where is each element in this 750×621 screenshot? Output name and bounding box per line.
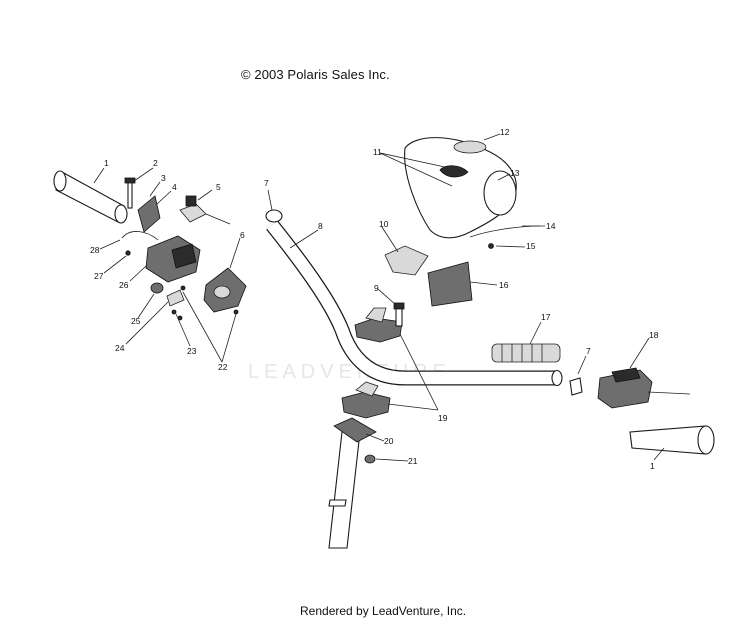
handlebar-clamp-upper xyxy=(354,307,403,343)
grommet-25 xyxy=(150,282,164,294)
callout-17: 17 xyxy=(541,312,551,322)
mount-plate xyxy=(333,417,377,443)
callout-12: 12 xyxy=(500,127,510,137)
clip-24 xyxy=(166,289,185,307)
lower-cover xyxy=(384,245,429,276)
copyright-notice: © 2003 Polaris Sales Inc. xyxy=(241,67,390,82)
bar-end-plug-right xyxy=(569,377,583,396)
throttle-cable xyxy=(469,225,541,238)
render-credit: Rendered by LeadVenture, Inc. xyxy=(300,604,467,618)
screw-22b xyxy=(233,309,239,315)
lever-bracket xyxy=(137,195,161,233)
housing-6 xyxy=(203,267,247,313)
callout-8: 8 xyxy=(318,221,323,231)
callout-6: 6 xyxy=(240,230,245,240)
grip-right-inner xyxy=(491,343,561,363)
callout-14: 14 xyxy=(546,221,556,231)
callout-2: 2 xyxy=(153,158,158,168)
handlebar-cover xyxy=(404,137,517,239)
callout-10: 10 xyxy=(379,219,389,229)
bar-end-plug-left xyxy=(265,209,283,223)
grip-left xyxy=(53,170,128,224)
steering-post xyxy=(328,431,361,549)
screw-23a xyxy=(171,309,177,315)
callout-11: 11 xyxy=(373,147,382,157)
callout-28: 28 xyxy=(90,245,100,255)
callout-18: 18 xyxy=(649,330,659,340)
callout-9: 9 xyxy=(374,283,379,293)
callout-20: 20 xyxy=(384,436,394,446)
callout-22: 22 xyxy=(218,362,228,372)
handlebar-clamp-lower xyxy=(341,381,391,419)
callout-5: 5 xyxy=(216,182,221,192)
callout-24: 24 xyxy=(115,343,125,353)
callout-19: 19 xyxy=(438,413,448,423)
clamp-bolt xyxy=(393,302,405,327)
callout-1-right: 1 xyxy=(650,461,655,471)
lever-28 xyxy=(121,231,159,241)
callout-7-left: 7 xyxy=(264,178,269,188)
callout-7-right: 7 xyxy=(586,346,591,356)
callout-3: 3 xyxy=(161,173,166,183)
screw-27 xyxy=(125,250,131,256)
throttle-housing xyxy=(597,367,691,409)
callouts: 1 2 3 4 5 6 7 8 9 10 11 12 13 14 15 16 1… xyxy=(90,127,659,471)
screw-22a xyxy=(180,285,186,291)
leader-lines xyxy=(93,133,665,462)
callout-15: 15 xyxy=(526,241,536,251)
callout-21: 21 xyxy=(408,456,418,466)
handlebar-tube xyxy=(266,220,563,387)
screw-2 xyxy=(124,177,136,209)
grip-right xyxy=(629,425,715,455)
callout-4: 4 xyxy=(172,182,177,192)
decal xyxy=(453,140,487,154)
callout-27: 27 xyxy=(94,271,104,281)
callout-16: 16 xyxy=(499,280,509,290)
callout-26: 26 xyxy=(119,280,129,290)
callout-1-left: 1 xyxy=(104,158,109,168)
washer xyxy=(364,454,376,464)
callout-23: 23 xyxy=(187,346,197,356)
switch-5 xyxy=(179,195,231,225)
callout-25: 25 xyxy=(131,316,141,326)
switch-housing xyxy=(145,235,201,283)
side-cover xyxy=(427,261,473,307)
callout-13: 13 xyxy=(510,168,520,178)
screw-15 xyxy=(488,243,494,249)
